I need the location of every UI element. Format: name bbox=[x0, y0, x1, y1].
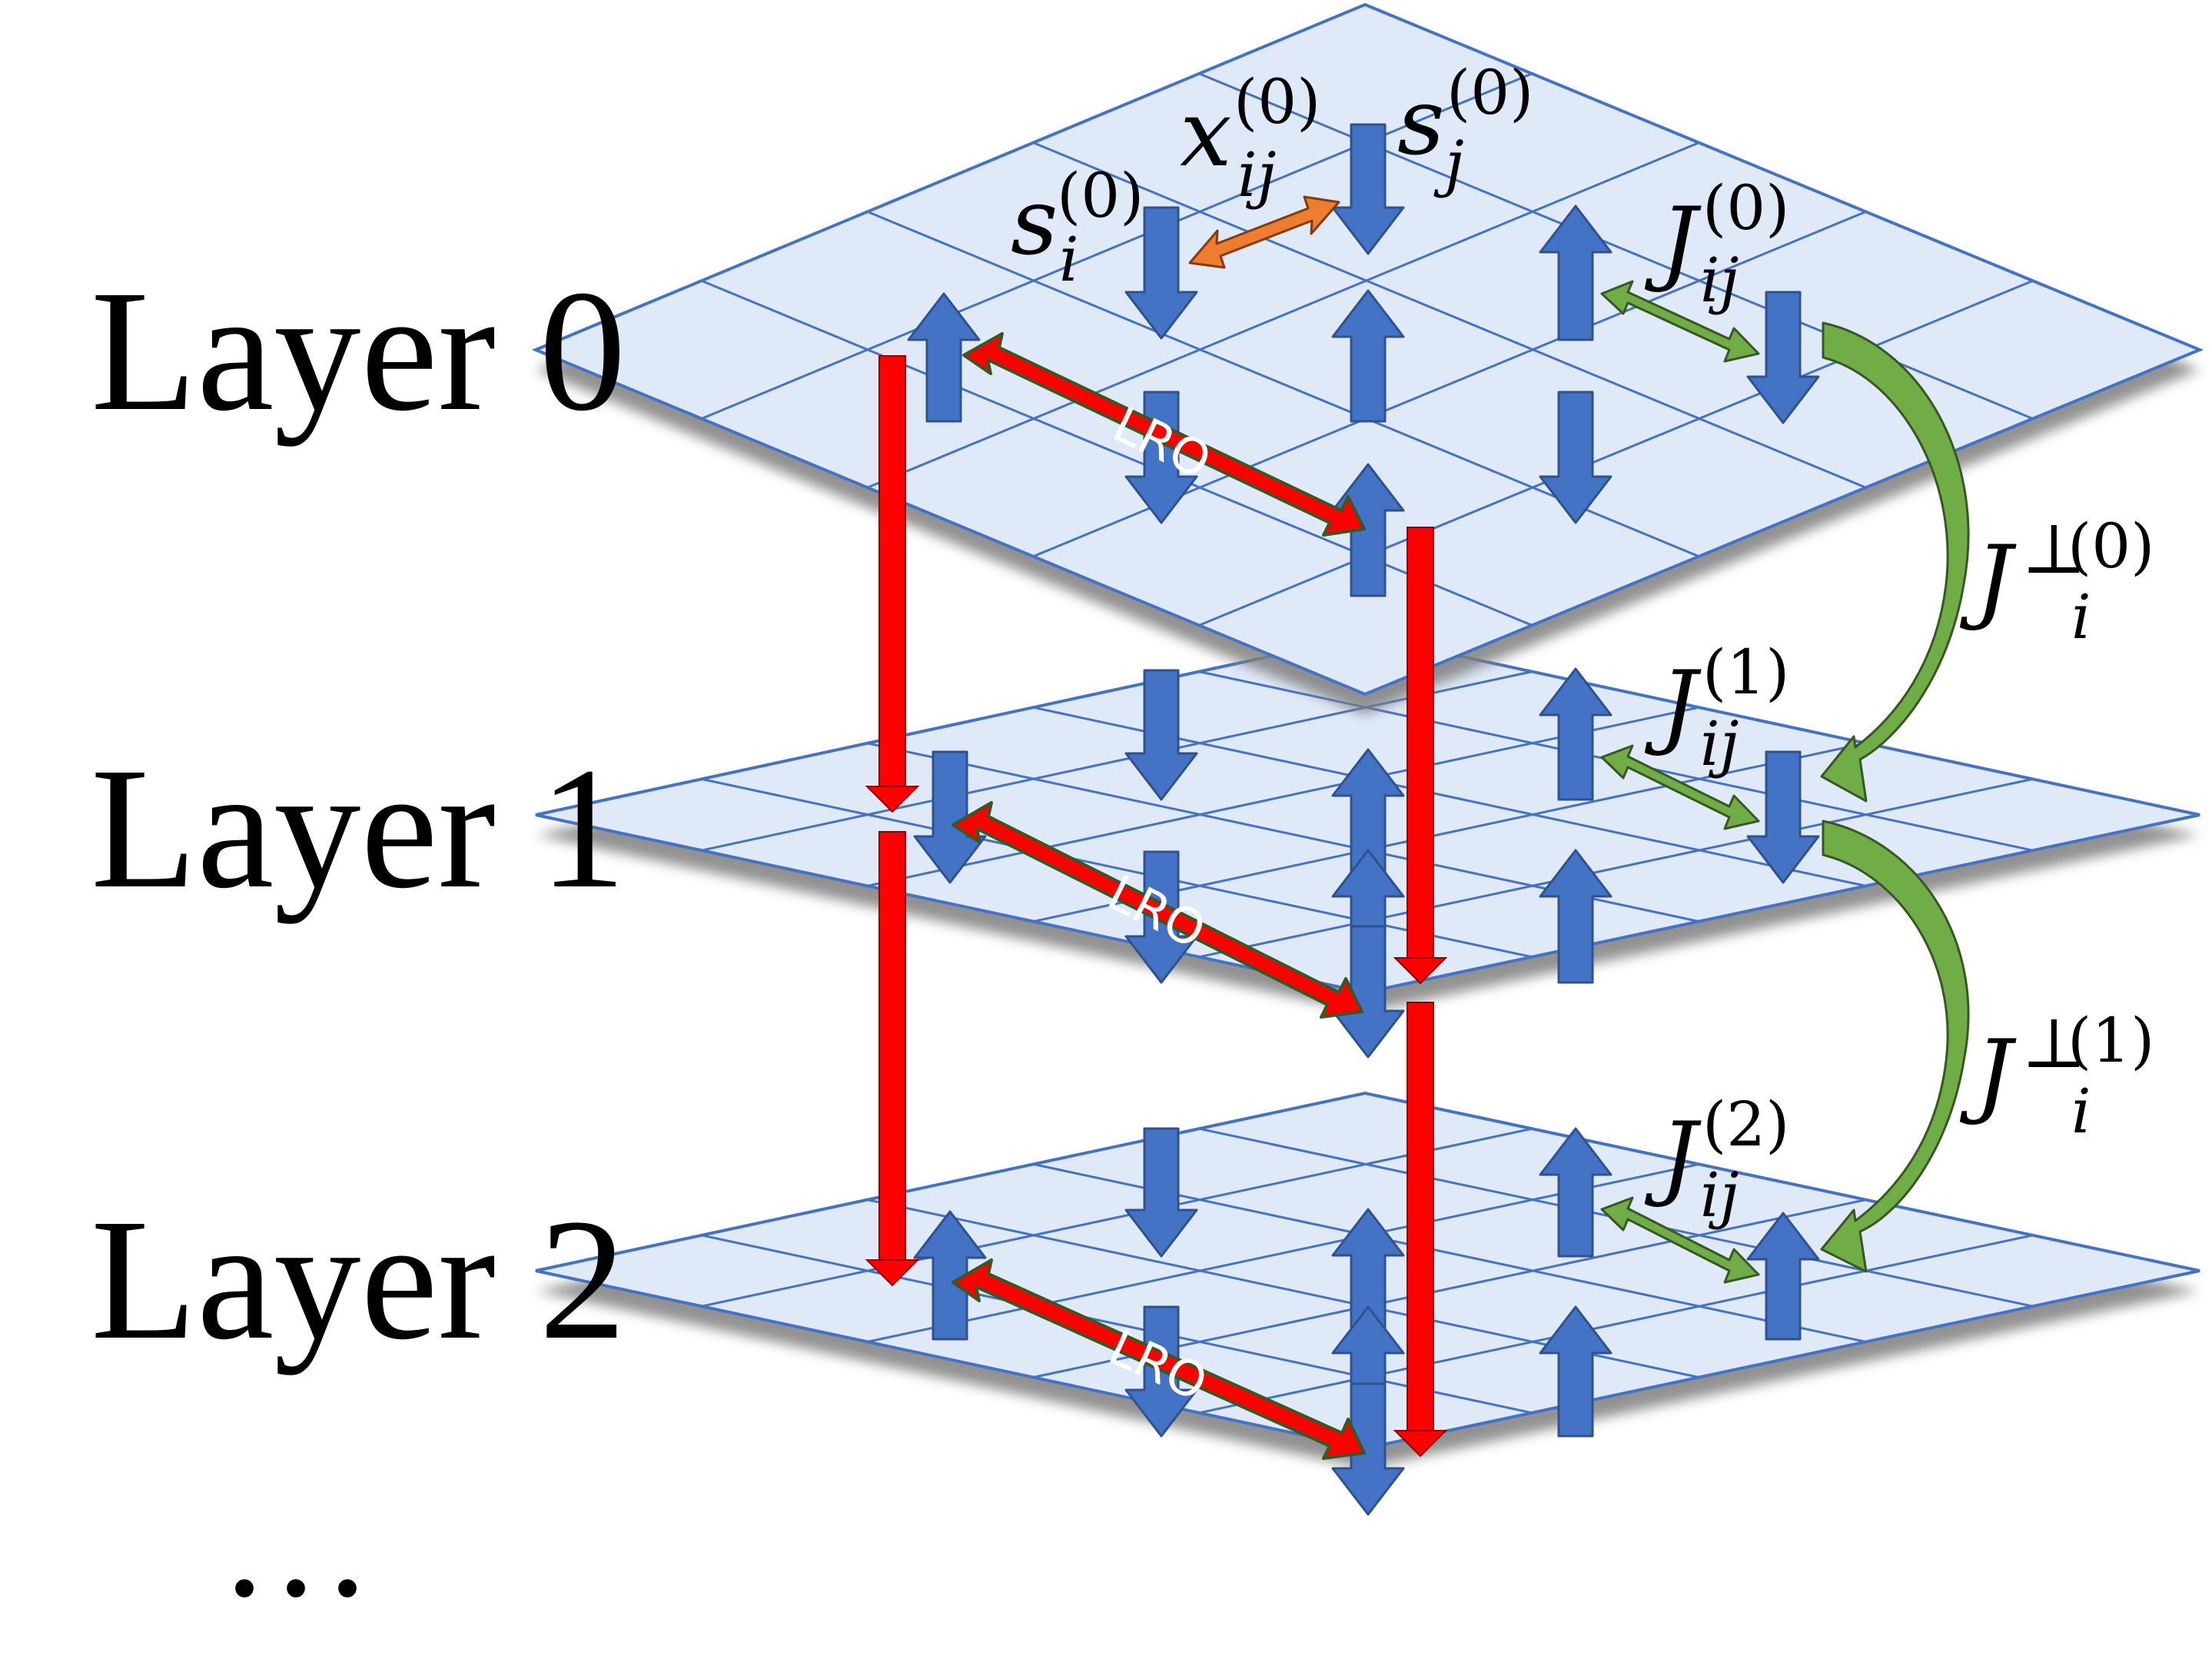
grid-line bbox=[1198, 279, 2034, 627]
spin-down-arrow bbox=[1746, 750, 1820, 884]
svg-text:x: x bbox=[1180, 81, 1232, 188]
spin-up-arrow bbox=[907, 292, 981, 423]
svg-text:s: s bbox=[1011, 169, 1058, 276]
svg-text:⊥: ⊥ bbox=[2021, 1003, 2087, 1084]
grid-line bbox=[701, 1127, 1533, 1308]
layer-label-0: Layer 0 bbox=[91, 254, 626, 447]
spin-up-arrow bbox=[1539, 667, 1613, 801]
more-layers-ellipsis: … bbox=[219, 1459, 373, 1629]
distance-arrow bbox=[1188, 195, 1340, 269]
svg-text:s: s bbox=[1397, 69, 1445, 176]
vertical-lro-arrows bbox=[865, 355, 1448, 1458]
svg-text:(1): (1) bbox=[2068, 1005, 2154, 1076]
svg-text:(0): (0) bbox=[1057, 160, 1144, 231]
spin-down-arrow bbox=[1124, 391, 1198, 524]
spin-up-arrow bbox=[913, 1210, 987, 1341]
spin-up-arrow bbox=[1539, 204, 1613, 341]
vertical-lro-arrow bbox=[865, 355, 920, 813]
interlayer-coupling-arrows bbox=[1820, 321, 1970, 1273]
spin-down-arrow bbox=[1331, 1382, 1405, 1516]
label-x-ij-0: x ij (0) bbox=[1180, 66, 1320, 211]
svg-text:ij: ij bbox=[1237, 139, 1276, 211]
spin-down-arrow bbox=[913, 750, 987, 884]
label-J-perp-1: J ⊥ i (1) bbox=[1959, 1003, 2154, 1147]
label-J-ij-2: J ij (2) bbox=[1644, 1089, 1789, 1231]
svg-text:(0): (0) bbox=[1446, 57, 1533, 128]
spin-up-arrow bbox=[1746, 1212, 1820, 1341]
spin-down-arrow bbox=[1124, 206, 1198, 340]
spin-up-arrow bbox=[1539, 849, 1613, 984]
coupling-arrow bbox=[1600, 744, 1760, 830]
vertical-lro-arrow bbox=[865, 831, 920, 1287]
coupling-arrow bbox=[1600, 280, 1760, 363]
spin-down-arrow bbox=[1331, 123, 1405, 255]
spin-up-arrow bbox=[1331, 289, 1405, 423]
spin-down-arrow bbox=[1539, 391, 1613, 524]
svg-text:i: i bbox=[1059, 224, 1079, 295]
grid-line bbox=[867, 141, 1699, 489]
vertical-lro-arrow bbox=[1393, 1002, 1448, 1458]
label-s-j-0: s j (0) bbox=[1397, 57, 1533, 199]
svg-text:ij: ij bbox=[1700, 708, 1739, 780]
svg-text:(0): (0) bbox=[1702, 172, 1789, 244]
grid-line bbox=[1032, 141, 1867, 489]
interlayer-coupling-arrow-0 bbox=[1820, 321, 1970, 803]
svg-text:ij: ij bbox=[1700, 1159, 1739, 1231]
label-J-perp-0: J ⊥ i (0) bbox=[1959, 509, 2154, 653]
spin-down-arrow bbox=[1746, 291, 1820, 424]
spin-down-arrow bbox=[1124, 669, 1198, 801]
layer-label-1: Layer 1 bbox=[91, 732, 626, 924]
layer-label-2: Layer 2 bbox=[91, 1183, 626, 1375]
intralayer-coupling-arrows bbox=[1600, 280, 1760, 1284]
spin-down-arrow bbox=[1124, 1127, 1198, 1258]
spin-up-arrow bbox=[1539, 1127, 1613, 1258]
svg-text:(2): (2) bbox=[1702, 1089, 1789, 1160]
grid-line bbox=[1198, 1234, 2034, 1415]
svg-text:(0): (0) bbox=[2068, 510, 2154, 582]
grid-line bbox=[701, 72, 1533, 420]
grid-line bbox=[701, 279, 1533, 627]
svg-text:ij: ij bbox=[1700, 244, 1739, 316]
grid-line bbox=[701, 1234, 1533, 1415]
svg-text:i: i bbox=[2071, 1076, 2091, 1147]
lro-arrows: LRO LRO LRO bbox=[952, 332, 1366, 1460]
grid-line bbox=[1198, 777, 2034, 959]
svg-text:(0): (0) bbox=[1234, 66, 1320, 138]
label-s-i-0: s i (0) bbox=[1011, 160, 1144, 295]
spin-up-arrow bbox=[1539, 1305, 1613, 1438]
vertical-lro-arrow bbox=[1393, 527, 1448, 985]
svg-text:⊥: ⊥ bbox=[2021, 509, 2087, 590]
coupling-arrow bbox=[1600, 1196, 1760, 1284]
svg-text:i: i bbox=[2071, 581, 2091, 653]
grid-line bbox=[701, 777, 1533, 959]
svg-text:(1): (1) bbox=[1702, 637, 1789, 708]
interlayer-coupling-arrow-1 bbox=[1820, 820, 1970, 1273]
